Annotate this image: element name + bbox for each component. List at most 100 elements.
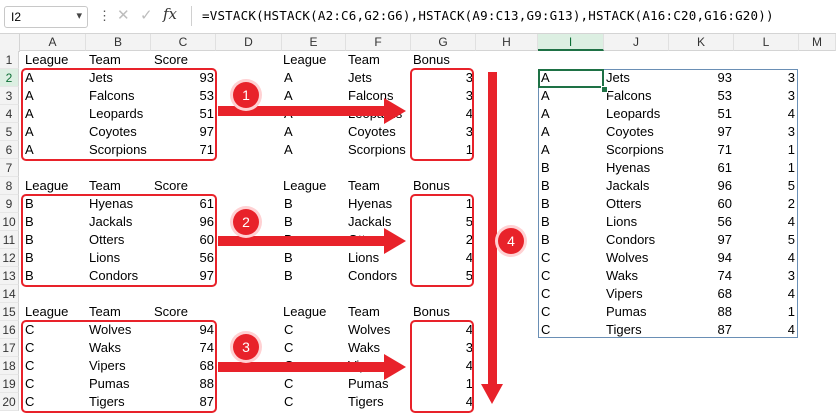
cell-score[interactable]: 56 [199,250,214,265]
cell-team[interactable]: Tigers [89,394,125,409]
cell-score[interactable]: 88 [199,376,214,391]
cell-team[interactable]: Hyenas [348,196,393,211]
output-cell-league[interactable]: A [541,124,550,139]
cell-team[interactable]: Waks [89,340,122,355]
output-cell-league[interactable]: C [541,268,551,283]
cell-league[interactable]: A [25,88,34,103]
row-header-20[interactable]: 20 [0,393,19,411]
output-cell-team[interactable]: Condors [606,232,656,247]
output-cell-bonus[interactable]: 4 [787,106,795,121]
cell-league[interactable]: B [25,250,34,265]
cell-league[interactable]: A [284,88,293,103]
name-box[interactable]: I2 ▾ [4,6,88,28]
output-cell-league[interactable]: B [541,196,550,211]
output-cell-bonus[interactable]: 3 [787,268,795,283]
cell-team[interactable]: Pumas [348,376,389,391]
output-cell-bonus[interactable]: 4 [787,250,795,265]
output-cell-score[interactable]: 93 [717,70,732,85]
row-header-1[interactable]: 1 [0,51,19,69]
row-header-14[interactable]: 14 [0,285,19,303]
cell-score[interactable]: 87 [199,394,214,409]
output-cell-bonus[interactable]: 4 [787,286,795,301]
chevron-down-icon[interactable]: ▾ [76,10,82,22]
cell-league[interactable]: C [25,376,35,391]
column-header-l[interactable]: L [734,34,799,51]
cell-league[interactable]: B [284,196,293,211]
column-header-c[interactable]: C [151,34,216,51]
row-header-18[interactable]: 18 [0,357,19,375]
cell-league[interactable]: C [25,358,35,373]
output-cell-score[interactable]: 97 [717,232,732,247]
row-header-16[interactable]: 16 [0,321,19,339]
cell-bonus[interactable]: 4 [465,250,473,265]
cell-bonus[interactable]: 3 [465,88,473,103]
cell-team[interactable]: Scorpions [348,142,406,157]
cell-bonus[interactable]: 1 [465,142,473,157]
column-header-k[interactable]: K [669,34,734,51]
output-cell-team[interactable]: Jackals [606,178,650,193]
formula-input[interactable]: =VSTACK(HSTACK(A2:C6,G2:G6),HSTACK(A9:C1… [202,8,774,23]
cell-score[interactable]: 60 [199,232,214,247]
row-header-4[interactable]: 4 [0,105,19,123]
output-cell-team[interactable]: Wolves [606,250,649,265]
cell-league[interactable]: A [284,70,293,85]
cell-score[interactable]: 97 [199,268,214,283]
cell-team[interactable]: Lions [89,250,121,265]
output-cell-score[interactable]: 97 [717,124,732,139]
cell-league[interactable]: B [284,214,293,229]
cell-team[interactable]: Condors [89,268,139,283]
cell-team[interactable]: Pumas [89,376,130,391]
cell-league[interactable]: B [25,232,34,247]
cell-score[interactable]: 74 [199,340,214,355]
output-cell-score[interactable]: 53 [717,88,732,103]
output-cell-team[interactable]: Scorpions [606,142,664,157]
cell-league[interactable]: C [25,340,35,355]
row-header-10[interactable]: 10 [0,213,19,231]
output-cell-bonus[interactable]: 3 [787,70,795,85]
output-cell-league[interactable]: A [541,88,550,103]
output-cell-bonus[interactable]: 3 [787,124,795,139]
cell-league[interactable]: B [25,268,34,283]
cell-league[interactable]: C [284,376,294,391]
cell-score[interactable]: 53 [199,88,214,103]
cell-league[interactable]: A [25,142,34,157]
column-header-g[interactable]: G [411,34,476,51]
cell-league[interactable]: A [284,124,293,139]
output-cell-bonus[interactable]: 1 [787,142,795,157]
active-cell-i2[interactable] [538,69,604,88]
column-header-i[interactable]: I [538,34,604,51]
cell-team[interactable]: Jackals [89,214,133,229]
output-cell-score[interactable]: 87 [717,322,732,337]
output-cell-team[interactable]: Waks [606,268,639,283]
cell-league[interactable]: C [284,394,294,409]
cell-league[interactable]: C [284,340,294,355]
row-header-12[interactable]: 12 [0,249,19,267]
output-cell-score[interactable]: 56 [717,214,732,229]
cell-score[interactable]: 71 [199,142,214,157]
cell-team[interactable]: Scorpions [89,142,147,157]
cell-bonus[interactable]: 1 [465,196,473,211]
cell-bonus[interactable]: 5 [465,268,473,283]
cell-league[interactable]: B [25,214,34,229]
output-cell-score[interactable]: 96 [717,178,732,193]
column-header-f[interactable]: F [346,34,411,51]
output-cell-team[interactable]: Coyotes [606,124,654,139]
column-header-h[interactable]: H [476,34,538,51]
output-cell-score[interactable]: 51 [717,106,732,121]
output-cell-league[interactable]: A [541,106,550,121]
output-cell-score[interactable]: 60 [717,196,732,211]
cancel-icon[interactable]: ✕ [117,7,130,24]
output-cell-team[interactable]: Hyenas [606,160,651,175]
output-cell-league[interactable]: C [541,322,551,337]
cell-team[interactable]: Condors [348,268,398,283]
row-header-19[interactable]: 19 [0,375,19,393]
row-header-7[interactable]: 7 [0,159,19,177]
row-header-3[interactable]: 3 [0,87,19,105]
row-header-2[interactable]: 2 [0,69,19,87]
fill-handle[interactable] [601,86,608,93]
output-cell-league[interactable]: C [541,286,551,301]
cell-score[interactable]: 93 [199,70,214,85]
cell-bonus[interactable]: 2 [465,232,473,247]
cell-bonus[interactable]: 3 [465,124,473,139]
cell-team[interactable]: Coyotes [348,124,396,139]
